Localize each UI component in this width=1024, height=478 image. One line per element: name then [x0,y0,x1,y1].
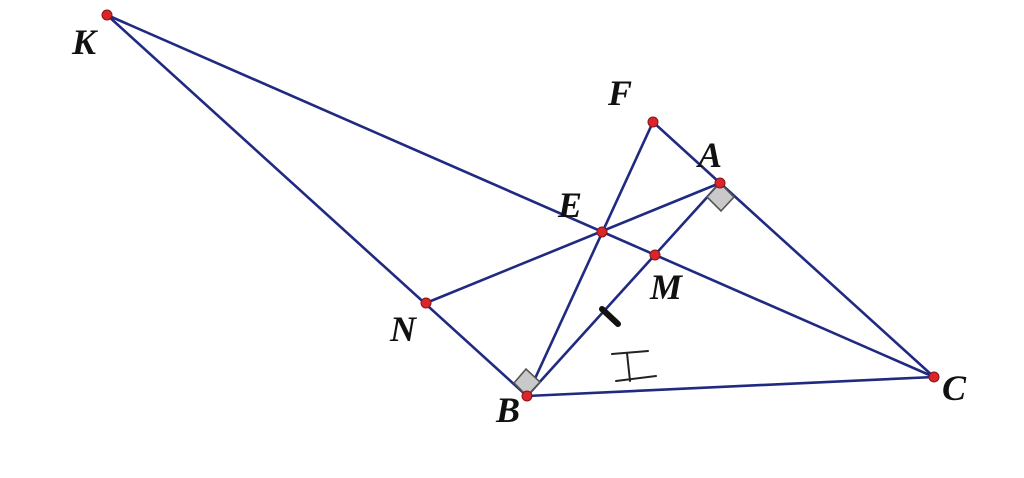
point-B [521,390,533,402]
segment-BC [525,375,936,398]
point-K [101,9,113,21]
label-E: E [557,185,582,225]
equal-length-tick-BM [599,306,621,327]
labels: K F A E M N B C [71,22,967,430]
label-K: K [71,22,99,62]
label-M: M [649,267,684,307]
segment-KC [105,13,936,379]
right-angle-mark-B [512,367,542,398]
point-F [647,116,659,128]
segment-AC [718,181,936,379]
label-B: B [495,390,520,430]
point-N [420,297,432,309]
segment-NA [424,181,722,305]
label-C: C [942,368,967,408]
point-A [714,177,726,189]
segment-FB [525,120,655,398]
segment-KB [105,13,529,398]
segments [105,13,936,398]
point-E [596,226,608,238]
point-C [928,371,940,383]
right-angle-mark-A [705,181,736,213]
segment-FA [651,120,722,185]
point-M [649,249,661,261]
right-angle-markers [512,181,736,398]
segment-AB [525,181,722,398]
points [101,9,940,402]
label-N: N [389,309,418,349]
label-F: F [607,73,632,113]
label-A: A [696,135,722,175]
handwritten-mark [611,350,657,382]
